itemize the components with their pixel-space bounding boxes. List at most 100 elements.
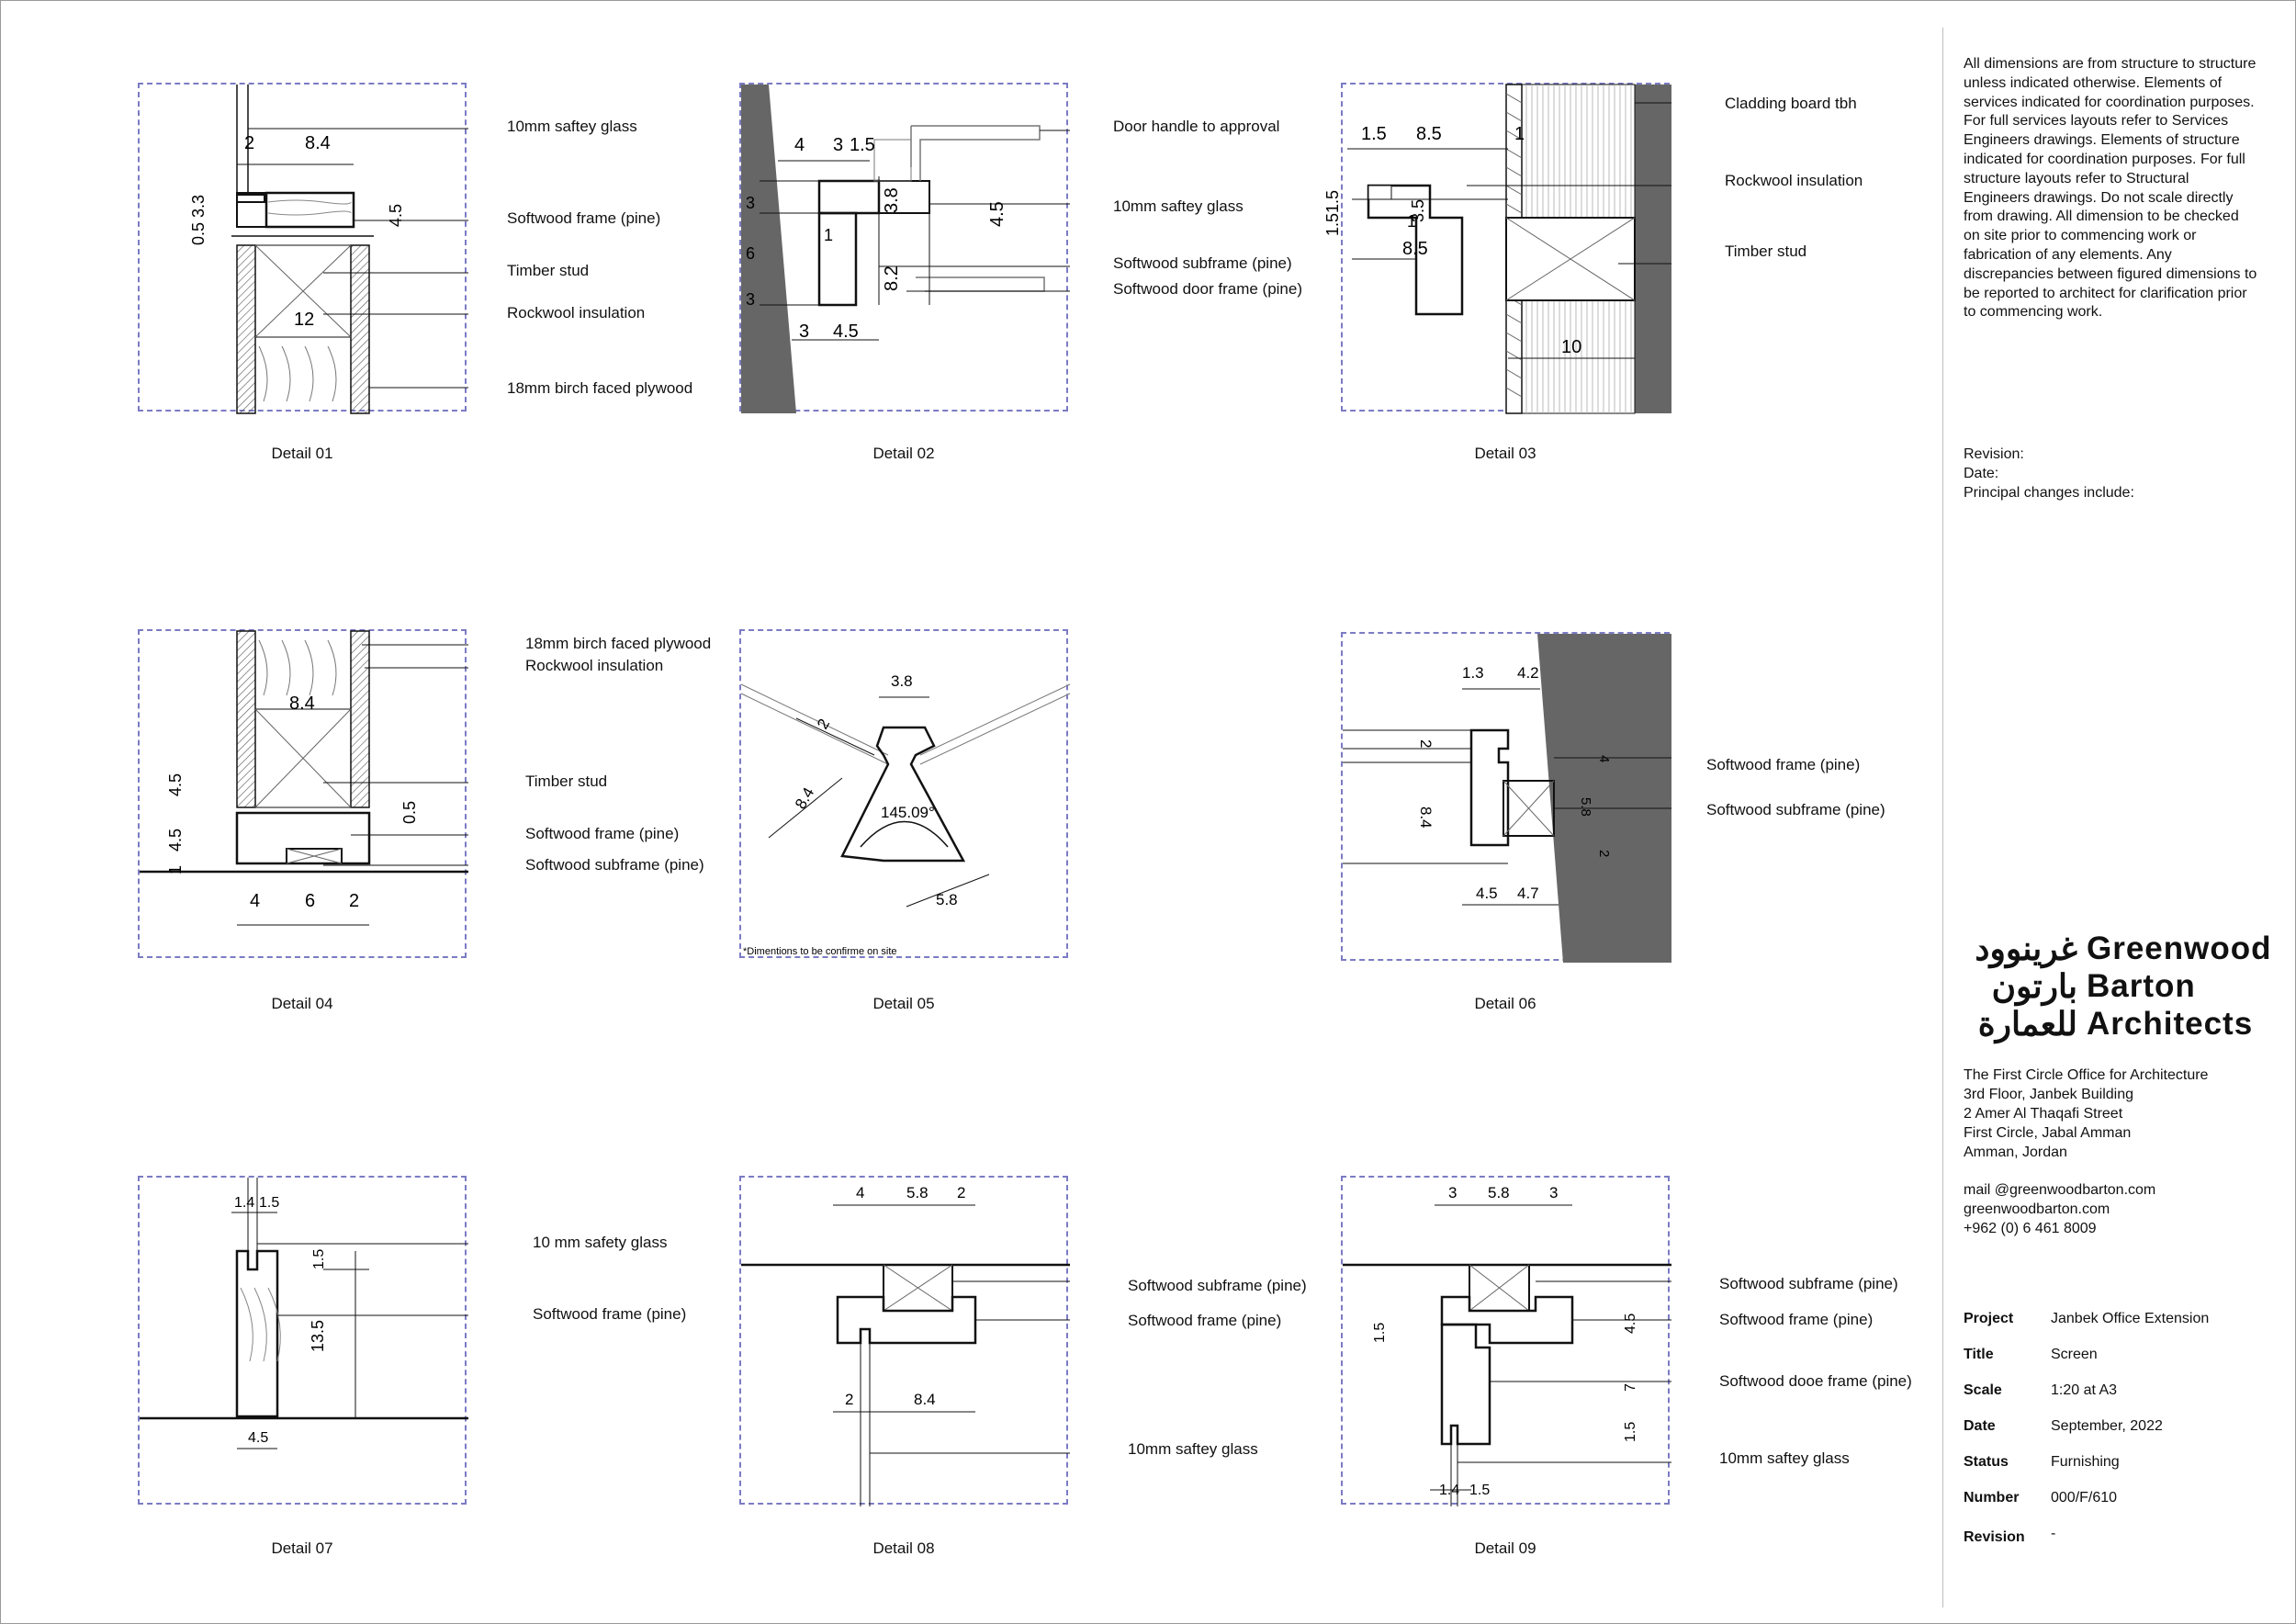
detail-07-dim-3: 1.5 xyxy=(311,1249,327,1269)
title-block-key-date: Date xyxy=(1964,1418,1996,1434)
detail-08-dim-3: 2 xyxy=(957,1184,965,1201)
detail-09-dim-8: 1.4 xyxy=(1439,1483,1459,1498)
contact-email: mail @greenwoodbarton.com xyxy=(1964,1182,2156,1198)
detail-01-label-rockwool: Rockwool insulation xyxy=(507,304,646,321)
detail-08-caption: Detail 08 xyxy=(872,1539,935,1557)
detail-02-dim-12: 4.5 xyxy=(833,321,859,342)
revision-changes-label: Principal changes include: xyxy=(1964,485,2134,501)
detail-09-dim-1: 3 xyxy=(1448,1184,1457,1201)
general-notes: All dimensions are from structure to str… xyxy=(1964,56,2257,321)
detail-06-dim-2: 4.2 xyxy=(1517,664,1539,682)
detail-09-label-doorframe: Softwood dooe frame (pine) xyxy=(1719,1372,1912,1390)
detail-02-drawing: 4 3 1.5 3.8 4.5 3 6 3 1 8.2 3 4.5 xyxy=(739,83,1070,413)
title-block-value-status: Furnishing xyxy=(2051,1454,2120,1470)
detail-05-dim-1: 3.8 xyxy=(891,672,913,690)
title-block-key-status: Status xyxy=(1964,1454,2009,1470)
detail-01-dim-1: 2 xyxy=(244,133,254,153)
detail-09-dim-7: 1.5 xyxy=(1623,1422,1638,1442)
address-line-5: Amman, Jordan xyxy=(1964,1145,2067,1160)
detail-03-dim-1: 1.5 xyxy=(1361,124,1387,144)
title-block-value-date: September, 2022 xyxy=(2051,1418,2163,1434)
title-block-key-revision: Revision xyxy=(1964,1529,2025,1545)
detail-03-drawing: 1.5 8.5 1 1.5 1.5 3.5 1 8.5 10 xyxy=(1323,83,1671,414)
title-block-value-project: Janbek Office Extension xyxy=(2051,1311,2210,1326)
detail-07-dim-4: 13.5 xyxy=(309,1320,327,1352)
detail-05-drawing: 3.8 2 8.4 145.09° 5.8 *Dimentions to be … xyxy=(739,629,1071,958)
detail-07-dim-2: 1.5 xyxy=(259,1195,279,1211)
detail-03-svg: 1.5 8.5 1 1.5 1.5 3.5 1 8.5 10 xyxy=(1323,84,1671,414)
detail-01-label-plywood: 18mm birch faced plywood xyxy=(507,379,693,397)
detail-06-dim-1: 1.3 xyxy=(1462,664,1484,682)
detail-08-label-glass: 10mm saftey glass xyxy=(1128,1440,1258,1458)
detail-02-dim-5: 4.5 xyxy=(987,201,1007,227)
detail-01-dim-6: 12 xyxy=(294,310,314,330)
detail-07-dim-5: 4.5 xyxy=(248,1430,268,1446)
detail-04-dim-6: 4 xyxy=(250,891,260,911)
contact-block: mail @greenwoodbarton.com greenwoodbarto… xyxy=(1964,1180,2155,1238)
contact-phone: +962 (0) 6 461 8009 xyxy=(1964,1221,2097,1236)
detail-02-dim-2: 3 xyxy=(833,135,843,155)
title-block-value-number: 000/F/610 xyxy=(2051,1490,2118,1506)
detail-04-label-stud: Timber stud xyxy=(525,773,608,790)
detail-09-label-subframe: Softwood subframe (pine) xyxy=(1719,1275,1898,1292)
detail-05-caption: Detail 05 xyxy=(872,995,935,1012)
detail-04-caption: Detail 04 xyxy=(271,995,333,1012)
detail-02-svg: 4 3 1.5 3.8 4.5 3 6 3 1 8.2 3 4.5 xyxy=(741,85,1070,413)
detail-06-label-subframe: Softwood subframe (pine) xyxy=(1706,801,1885,818)
detail-08-dim-2: 5.8 xyxy=(906,1184,929,1201)
detail-02-label-doorframe: Softwood door frame (pine) xyxy=(1113,280,1302,298)
detail-05-svg: 3.8 2 8.4 145.09° 5.8 *Dimentions to be … xyxy=(740,672,1071,957)
address-line-1: The First Circle Office for Architecture xyxy=(1964,1067,2209,1083)
detail-06-svg: 1.3 4.2 2 4 8.4 5.8 2 4.5 4.7 xyxy=(1343,634,1671,963)
detail-06-label-frame: Softwood frame (pine) xyxy=(1706,756,1861,773)
detail-03-dim-8: 8.5 xyxy=(1402,239,1428,259)
detail-05-dim-5: 5.8 xyxy=(936,891,958,908)
detail-01-svg: 2 8.4 0.5 3.3 4.5 12 xyxy=(189,85,468,414)
detail-04-dim-4: 1 xyxy=(166,865,185,874)
detail-04-dim-5: 4.5 xyxy=(166,829,185,851)
detail-01-drawing: 2 8.4 0.5 3.3 4.5 12 xyxy=(138,83,468,414)
address-line-3: 2 Amer Al Thaqafi Street xyxy=(1964,1106,2123,1122)
detail-08-svg: 4 5.8 2 2 8.4 xyxy=(741,1184,1070,1506)
detail-09-caption: Detail 09 xyxy=(1474,1539,1536,1557)
detail-03-dim-6: 3.5 xyxy=(1409,199,1427,222)
detail-06-dim-8: 4.5 xyxy=(1476,885,1498,902)
detail-09-dim-2: 5.8 xyxy=(1488,1184,1510,1201)
logo-english: Greenwood Barton Architects xyxy=(2087,930,2272,1043)
revision-date-label: Date: xyxy=(1964,466,1999,481)
detail-02-dim-8: 3 xyxy=(746,290,755,309)
detail-09-label-glass: 10mm saftey glass xyxy=(1719,1449,1850,1467)
office-address: The First Circle Office for Architecture… xyxy=(1964,1066,2208,1162)
detail-03-dim-2: 8.5 xyxy=(1416,124,1442,144)
title-block-value-scale: 1:20 at A3 xyxy=(2051,1382,2118,1398)
detail-05-note: *Dimentions to be confirme on site xyxy=(743,946,897,957)
detail-04-svg: 8.4 4.5 0.5 1 4.5 4 6 2 xyxy=(140,630,468,926)
detail-08-label-subframe: Softwood subframe (pine) xyxy=(1128,1277,1307,1294)
detail-07-label-frame: Softwood frame (pine) xyxy=(533,1305,687,1323)
logo-english-line-3: Architects xyxy=(2087,1006,2254,1042)
logo-arabic-line-2: بارتون xyxy=(1991,967,2077,1005)
detail-02-caption: Detail 02 xyxy=(872,445,935,462)
detail-01-caption: Detail 01 xyxy=(271,445,333,462)
logo-arabic-line-3: للعمارة xyxy=(1977,1005,2077,1043)
detail-04-label-rockwool: Rockwool insulation xyxy=(525,657,664,674)
detail-09-dim-3: 3 xyxy=(1549,1184,1558,1201)
detail-03-label-rockwool: Rockwool insulation xyxy=(1725,172,1863,189)
detail-02-dim-3: 1.5 xyxy=(850,135,875,155)
detail-07-label-glass: 10 mm safety glass xyxy=(533,1234,668,1251)
detail-08-drawing: 4 5.8 2 2 8.4 xyxy=(739,1176,1070,1506)
detail-08-dim-1: 4 xyxy=(856,1184,864,1201)
detail-01-label-stud: Timber stud xyxy=(507,262,590,279)
detail-09-svg: 3 5.8 3 1.5 4.5 7 1.5 1.4 1.5 xyxy=(1343,1184,1671,1506)
title-block-value-revision: - xyxy=(2051,1526,2056,1541)
detail-01-label-glass: 10mm saftey glass xyxy=(507,118,637,135)
detail-07-svg: 1.4 1.5 1.5 13.5 4.5 xyxy=(140,1178,468,1449)
detail-09-drawing: 3 5.8 3 1.5 4.5 7 1.5 1.4 1.5 xyxy=(1341,1176,1671,1506)
logo-arabic-line-1: غرينوود xyxy=(1975,930,2077,967)
detail-09-dim-9: 1.5 xyxy=(1469,1483,1490,1498)
detail-03-dim-4: 1.5 xyxy=(1323,190,1342,213)
detail-01-dim-3: 0.5 xyxy=(189,222,208,245)
detail-01-dim-2: 8.4 xyxy=(305,133,331,153)
detail-02-dim-9: 1 xyxy=(824,226,833,244)
detail-09-dim-4: 1.5 xyxy=(1372,1323,1388,1343)
